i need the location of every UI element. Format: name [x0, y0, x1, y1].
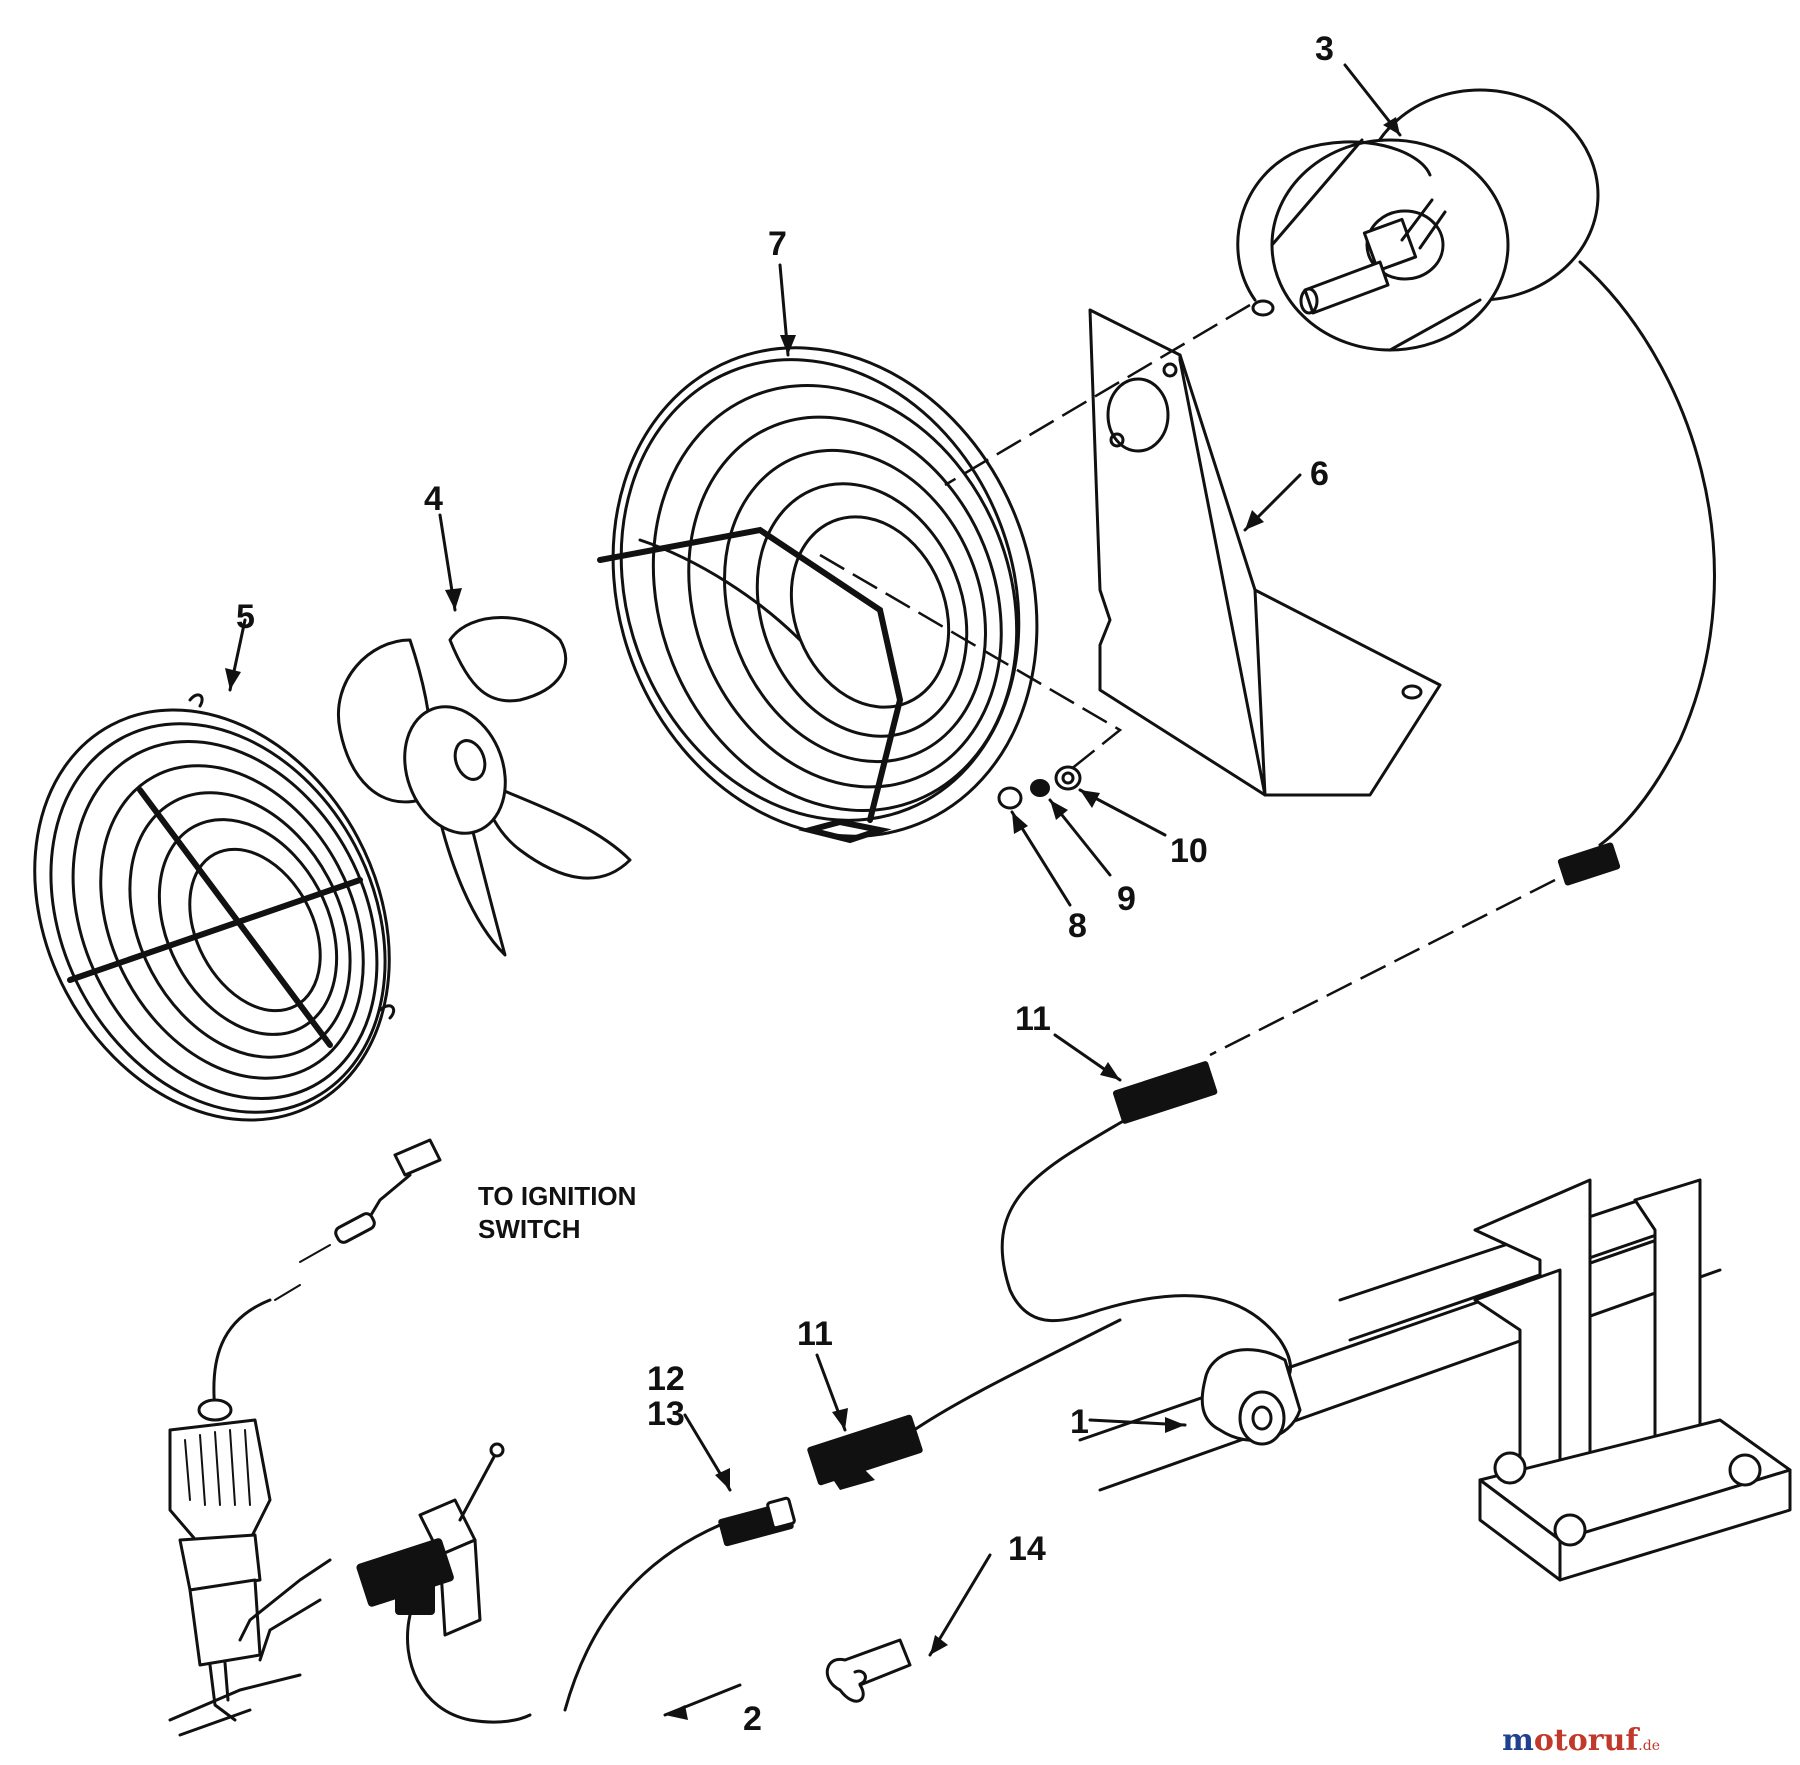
callout-7: 7: [768, 225, 787, 263]
rear-fan-guard: [597, 346, 1039, 844]
ignition-note: TO IGNITION SWITCH: [478, 1181, 636, 1244]
watermark-logo: motoruf.de: [1502, 1723, 1660, 1758]
callout-4: 4: [424, 480, 443, 518]
callout-2: 2: [743, 1700, 762, 1738]
callout-11-lower: 11: [797, 1315, 833, 1353]
thermo-switch-and-pipes: [1078, 1178, 1792, 1582]
callout-13: 13: [647, 1395, 685, 1433]
callout-1: 1: [1070, 1403, 1089, 1441]
mounting-bracket: [1088, 308, 1442, 797]
callout-14: 14: [1008, 1530, 1046, 1568]
callout-10: 10: [1170, 832, 1208, 870]
callout-8: 8: [1068, 907, 1087, 945]
wiring-harness: [807, 842, 1621, 1490]
callout-6: 6: [1310, 455, 1329, 493]
callout-11-upper: 11: [1015, 1000, 1051, 1038]
fan-blade: [337, 616, 632, 957]
ignition-fuse-switch: [168, 1138, 532, 1737]
front-fan-guard: [33, 693, 396, 1122]
note-line-2: SWITCH: [478, 1214, 581, 1244]
callout-12: 12: [647, 1360, 685, 1398]
fan-motor: [1236, 88, 1600, 352]
callout-labels: 3 7 6 4 5 10 9 8 11 11 12 13 1 14 2: [236, 30, 1334, 1738]
callout-3: 3: [1315, 30, 1334, 68]
note-line-1: TO IGNITION: [478, 1181, 636, 1211]
leader-arrows: [225, 63, 1402, 1720]
watermark-brand: motoruf.de: [1502, 1723, 1660, 1758]
wire-clip: [825, 1638, 912, 1703]
hardware-nut-washers: [997, 765, 1082, 810]
callout-5: 5: [236, 598, 255, 636]
callout-9: 9: [1117, 880, 1136, 918]
switch-harness: [563, 1496, 796, 1712]
motor-lead-wire: [1578, 260, 1716, 847]
